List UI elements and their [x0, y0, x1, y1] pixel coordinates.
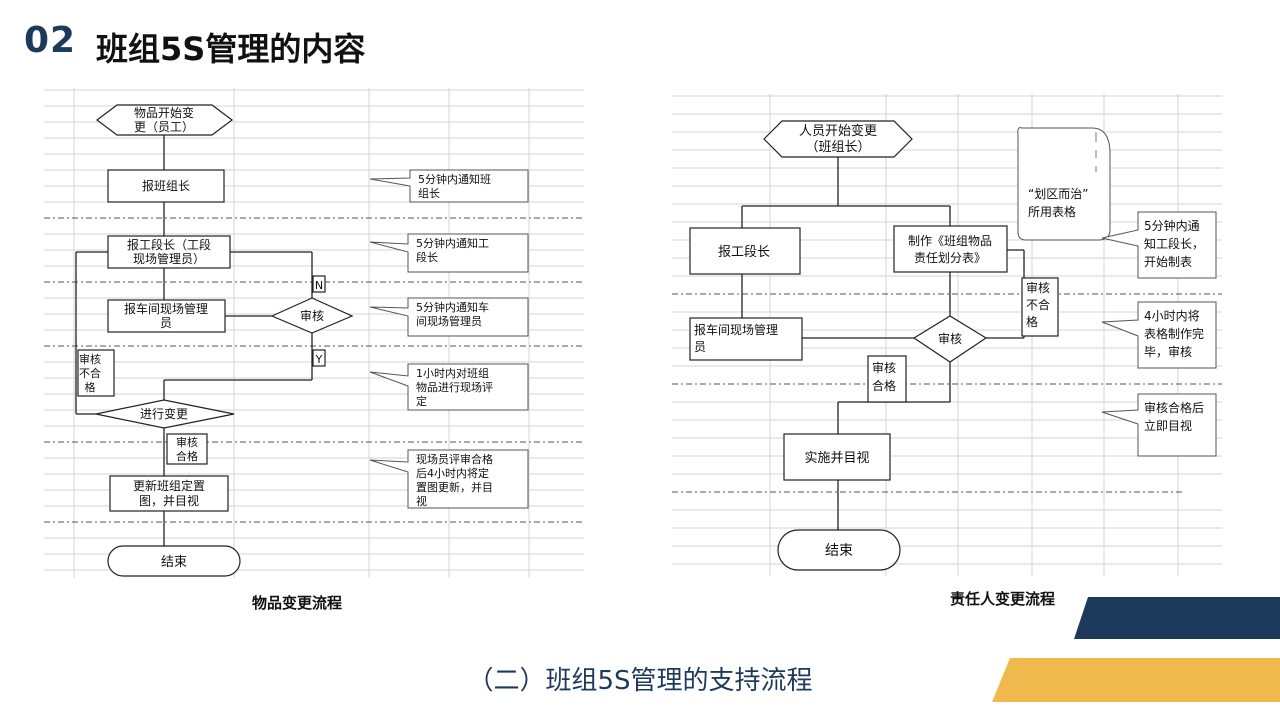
- svg-text:结束: 结束: [825, 543, 853, 559]
- svg-text:审核合格: 审核合格: [176, 435, 198, 463]
- note-bubble: 5分钟内通知工段长，开始制表: [1101, 211, 1217, 279]
- svg-text:审核合格: 审核合格: [872, 360, 896, 393]
- note-bubble: 审核合格后立即目视: [1101, 393, 1217, 457]
- report-section-chief-box: [107, 235, 231, 269]
- svg-text:报工段长（工段现场管理员）: 报工段长（工段现场管理员）: [127, 237, 211, 266]
- svg-text:结束: 结束: [161, 555, 187, 570]
- report-workshop-manager-box: [689, 317, 803, 361]
- svg-text:现场员评审合格后4小时内将定置图更新，并目视: 现场员评审合格后4小时内将定置图更新，并目视: [416, 452, 493, 508]
- table-note-bubble: “划区而治”所用表格: [1017, 127, 1111, 241]
- svg-text:报车间现场管理员: 报车间现场管理员: [124, 301, 208, 330]
- svg-text:进行变更: 进行变更: [140, 406, 188, 421]
- pass-label: [867, 355, 907, 403]
- svg-text:物品开始变更（员工）: 物品开始变更（员工）: [134, 105, 194, 134]
- svg-text:报车间现场管理员: 报车间现场管理员: [694, 322, 778, 354]
- svg-text:4小时内将表格制作完毕，审核: 4小时内将表格制作完毕，审核: [1144, 309, 1204, 359]
- report-section-chief-box: [689, 227, 801, 275]
- end-node: [777, 529, 901, 571]
- svg-text:人员开始变更（班组长）: 人员开始变更（班组长）: [799, 123, 877, 155]
- svg-text:5分钟内通知车间现场管理员: 5分钟内通知车间现场管理员: [416, 300, 489, 328]
- slide-subtitle: （二）班组5S管理的支持流程: [467, 666, 813, 696]
- update-layout-box: [109, 475, 229, 512]
- note-bubble: 1小时内对班组物品进行现场评定: [369, 363, 529, 411]
- report-team-leader-box: [107, 169, 225, 203]
- svg-text:Y: Y: [315, 353, 323, 366]
- fail-label: [77, 349, 115, 397]
- svg-text:审核不合格: 审核不合格: [1026, 280, 1050, 329]
- note-bubble: 现场员评审合格后4小时内将定置图更新，并目视: [369, 449, 529, 509]
- svg-text:审核: 审核: [300, 308, 324, 323]
- svg-text:制作《班组物品责任划分表》: 制作《班组物品责任划分表》: [908, 234, 992, 265]
- make-table-box: [893, 225, 1008, 273]
- responsibility-change-flowchart: 人员开始变更（班组长） 报工段长 制作《班组物品责任划分表》 报车间现场管理员 …: [672, 94, 1222, 576]
- svg-text:N: N: [315, 279, 323, 292]
- svg-text:审核: 审核: [938, 331, 962, 346]
- svg-text:报工段长: 报工段长: [718, 245, 770, 260]
- left-chart-caption: 物品变更流程: [252, 594, 343, 612]
- note-bubble: 5分钟内通知班组长: [369, 169, 529, 203]
- review-decision: [270, 297, 354, 334]
- svg-text:5分钟内通知工段长: 5分钟内通知工段长: [416, 236, 489, 264]
- page-title: 班组5S管理的内容: [96, 30, 366, 68]
- decorative-navy-band: [1074, 597, 1280, 639]
- svg-text:“划区而治”所用表格: “划区而治”所用表格: [1028, 187, 1088, 219]
- svg-text:实施并目视: 实施并目视: [804, 451, 869, 466]
- end-node: [107, 545, 241, 577]
- item-change-flowchart: 物品开始变更（员工） 报班组长 报工段长（工段现场管理员） 报车间现场管理员 审…: [44, 88, 584, 578]
- section-number: 02: [24, 20, 77, 61]
- right-chart-caption: 责任人变更流程: [950, 590, 1056, 608]
- n-label: [312, 275, 326, 293]
- report-workshop-manager-box: [107, 299, 226, 333]
- fail-label: [1021, 277, 1059, 337]
- review-decision: [912, 315, 988, 363]
- svg-text:审核合格后立即目视: 审核合格后立即目视: [1144, 400, 1204, 433]
- svg-text:5分钟内通知班组长: 5分钟内通知班组长: [418, 172, 491, 200]
- note-bubble: 4小时内将表格制作完毕，审核: [1101, 301, 1217, 369]
- svg-text:1小时内对班组物品进行现场评定: 1小时内对班组物品进行现场评定: [416, 366, 493, 408]
- y-label: [312, 349, 326, 367]
- start-node: [96, 104, 233, 136]
- execute-change-decision: [95, 399, 235, 429]
- svg-text:审核不合格: 审核不合格: [79, 352, 101, 394]
- svg-text:5分钟内通知工段长，开始制表: 5分钟内通知工段长，开始制表: [1144, 218, 1204, 269]
- note-bubble: 5分钟内通知车间现场管理员: [369, 297, 529, 337]
- start-node: [763, 120, 913, 158]
- svg-text:更新班组定置图，并目视: 更新班组定置图，并目视: [133, 478, 205, 508]
- pass-label: [166, 433, 208, 465]
- decorative-gold-band: [992, 658, 1280, 702]
- implement-box: [783, 433, 891, 481]
- note-bubble: 5分钟内通知工段长: [369, 233, 529, 273]
- svg-text:报班组长: 报班组长: [142, 178, 190, 193]
